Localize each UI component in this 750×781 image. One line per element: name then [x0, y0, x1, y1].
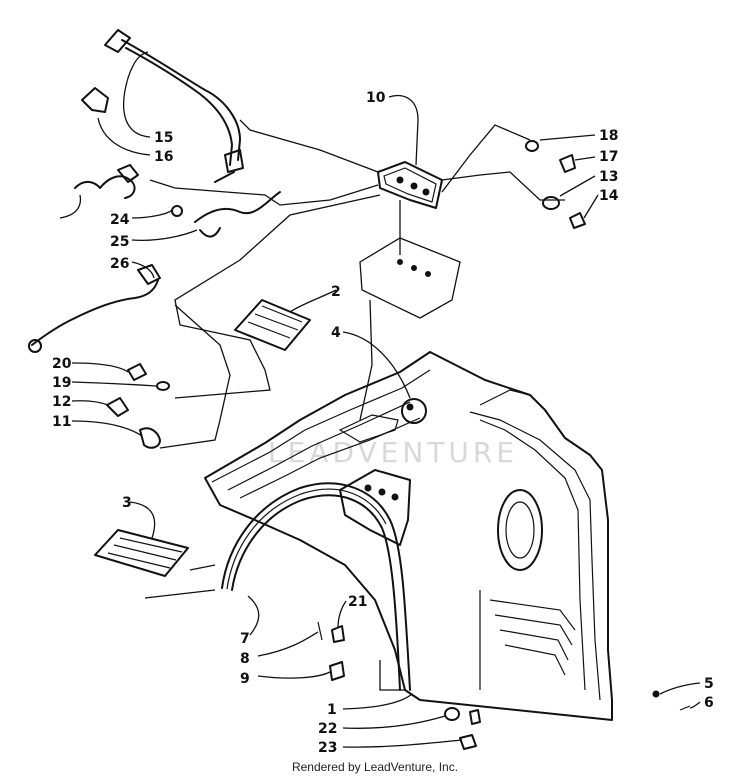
switch-panel: [377, 161, 443, 209]
callout-12: 12: [52, 394, 71, 410]
hardware-right: [525, 140, 586, 229]
small-switch-parts: [106, 363, 170, 449]
callout-11: 11: [52, 414, 71, 430]
console-hood-body: [204, 351, 613, 721]
callout-16: 16: [154, 149, 173, 165]
decal-3: [94, 529, 189, 577]
render-credit: Rendered by LeadVenture, Inc.: [291, 760, 459, 774]
wiring-harness: [74, 164, 281, 238]
watermark: LEADVENTURE: [268, 436, 518, 469]
callout-2: 2: [331, 284, 341, 300]
front-trim-arch: [221, 482, 411, 691]
hardware-bottom: [317, 621, 691, 750]
routing-lines: [144, 119, 565, 691]
callout-23: 23: [318, 740, 337, 756]
callout-7: 7: [240, 631, 250, 647]
callout-22: 22: [318, 721, 337, 737]
callout-21: 21: [348, 594, 367, 610]
callout-24: 24: [110, 212, 130, 228]
callout-3: 3: [122, 495, 132, 511]
callout-1: 1: [327, 702, 337, 718]
callout-5: 5: [704, 676, 714, 692]
choke-knob: [338, 398, 427, 443]
decal-2: [234, 299, 311, 351]
callout-leaders: [59, 51, 701, 748]
throttle-cable: [104, 29, 244, 183]
callout-25: 25: [110, 234, 129, 250]
tether-cord: [28, 264, 161, 353]
callout-6: 6: [704, 695, 714, 711]
callout-8: 8: [240, 651, 250, 667]
callout-20: 20: [52, 356, 72, 372]
callout-18: 18: [599, 128, 618, 144]
switch-plate-ghost: [359, 237, 461, 319]
callout-10: 10: [366, 90, 386, 106]
callout-13: 13: [599, 169, 618, 185]
callout-19: 19: [52, 375, 71, 391]
callout-labels: 10 15 16 18 17 13 14 24 25 26 2 4 20 19 …: [52, 90, 714, 756]
callout-4: 4: [331, 325, 341, 341]
callout-26: 26: [110, 256, 129, 272]
callout-14: 14: [599, 188, 619, 204]
callout-17: 17: [599, 149, 618, 165]
callout-9: 9: [240, 671, 250, 687]
brake-lever-bracket: [81, 87, 109, 113]
callout-15: 15: [154, 130, 173, 146]
